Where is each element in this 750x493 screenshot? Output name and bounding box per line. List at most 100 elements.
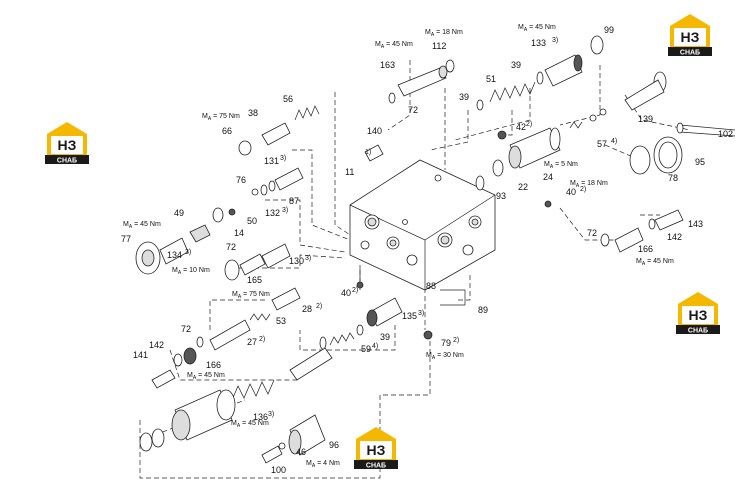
- torque-t4: MA = 75 Nm: [202, 113, 240, 122]
- part-label-p49: 49: [174, 208, 184, 218]
- logo-sub-text: СНАБ: [688, 328, 708, 335]
- part-label-p134: 134: [167, 250, 182, 260]
- part-39a: [476, 99, 484, 111]
- torque-value: = 30 Nm: [435, 352, 464, 359]
- part-label-p95: 95: [695, 157, 705, 167]
- torque-t2: MA = 45 Nm: [375, 41, 413, 50]
- torque-subscript: A: [524, 27, 528, 33]
- torque-subscript: A: [576, 183, 580, 189]
- part-label-p166a: 166: [638, 244, 653, 254]
- footnote-f135: 3): [418, 310, 424, 317]
- part-label-p27: 27: [247, 337, 257, 347]
- footnote-f57: 4): [611, 138, 617, 145]
- part-72a: [388, 92, 396, 104]
- part-102-shaft: [676, 122, 736, 137]
- part-label-p42: 42: [516, 122, 526, 132]
- part-label-p142b: 142: [149, 340, 164, 350]
- footnote-f140: 1): [365, 149, 371, 156]
- logo-sub-text: СНАБ: [680, 50, 700, 57]
- part-label-p39b: 39: [511, 60, 521, 70]
- part-label-p72a: 72: [408, 105, 418, 115]
- torque-t3: MA = 45 Nm: [518, 24, 556, 33]
- part-label-p40a: 40: [566, 187, 576, 197]
- logo-panel: [674, 28, 706, 46]
- torque-symbol: M: [518, 24, 524, 31]
- part-label-p39a: 39: [459, 92, 469, 102]
- logo-band: [676, 325, 720, 334]
- torque-symbol: M: [375, 41, 381, 48]
- torque-value: = 45 Nm: [132, 221, 161, 228]
- part-133: [544, 54, 583, 87]
- torque-symbol: M: [570, 180, 576, 187]
- part-label-p140: 140: [367, 126, 382, 136]
- nzsnab-logo-1: НЗ СНАБ: [668, 14, 712, 57]
- torque-subscript: A: [381, 44, 385, 50]
- part-label-p87: 87: [289, 196, 299, 206]
- torque-t6: MA = 18 Nm: [570, 180, 608, 189]
- torque-t8: MA = 10 Nm: [172, 267, 210, 276]
- torque-subscript: A: [178, 270, 182, 276]
- part-135: [366, 297, 403, 327]
- footnote-markers: 3)4)2)1)3)3)2)3)3)2)3)2)4)2)3)2): [185, 37, 617, 418]
- part-label-p143: 143: [688, 219, 703, 229]
- part-label-p38: 38: [248, 108, 258, 118]
- part-136-cylinder: [171, 389, 236, 441]
- part-label-p93: 93: [496, 191, 506, 201]
- part-143-142-166: [600, 209, 684, 253]
- spring-51: [489, 81, 536, 103]
- part-label-p88: 88: [426, 281, 436, 291]
- part-38: [261, 122, 291, 146]
- part-label-p39c: 39: [380, 332, 390, 342]
- footnote-f136: 3): [268, 411, 274, 418]
- torque-symbol: M: [425, 29, 431, 36]
- torque-value: = 75 Nm: [241, 291, 270, 298]
- footnote-f134: 3): [185, 249, 191, 256]
- part-139: [624, 71, 667, 111]
- part-washers-left: [139, 428, 165, 452]
- logo-panel: [682, 306, 714, 324]
- part-79: [423, 330, 433, 340]
- part-label-p77: 77: [121, 234, 131, 244]
- part-72c-165-130: [224, 243, 291, 281]
- logo-panel: [360, 441, 392, 459]
- torque-symbol: M: [123, 221, 129, 228]
- torque-value: = 45 Nm: [240, 420, 269, 427]
- part-label-p112: 112: [432, 41, 446, 51]
- part-label-p165: 165: [247, 275, 262, 285]
- footnote-f40b: 2): [352, 287, 358, 294]
- part-label-p57: 57: [597, 139, 607, 149]
- part-112: [445, 59, 455, 73]
- torque-subscript: A: [431, 32, 435, 38]
- torque-t12: MA = 45 Nm: [187, 372, 225, 381]
- part-label-p79: 79: [441, 338, 451, 348]
- footnote-f28: 2): [316, 303, 322, 310]
- torque-t9: MA = 45 Nm: [636, 258, 674, 267]
- part-label-p28: 28: [302, 304, 312, 314]
- part-99: [590, 35, 604, 55]
- torque-subscript: A: [208, 116, 212, 122]
- torque-t7: MA = 45 Nm: [123, 221, 161, 230]
- part-label-p59: 59: [361, 344, 371, 354]
- part-label-p163: 163: [380, 60, 395, 70]
- part-163: [397, 65, 448, 97]
- footnote-f130: 3): [305, 255, 311, 262]
- logo-panel: [51, 136, 83, 154]
- part-label-p66: 66: [222, 126, 232, 136]
- logo-main-text: НЗ: [681, 29, 700, 45]
- part-88-89-bracket: [440, 289, 466, 306]
- torque-value: = 4 Nm: [315, 460, 340, 467]
- logo-sub-text: СНАБ: [366, 463, 386, 470]
- footnote-f132: 3): [282, 207, 288, 214]
- torque-value: = 45 Nm: [645, 258, 674, 265]
- part-141-142-166: [151, 347, 197, 389]
- part-label-p56: 56: [283, 94, 293, 104]
- part-label-p89: 89: [478, 305, 488, 315]
- valve-block-11: [349, 159, 496, 291]
- logo-band: [668, 47, 712, 56]
